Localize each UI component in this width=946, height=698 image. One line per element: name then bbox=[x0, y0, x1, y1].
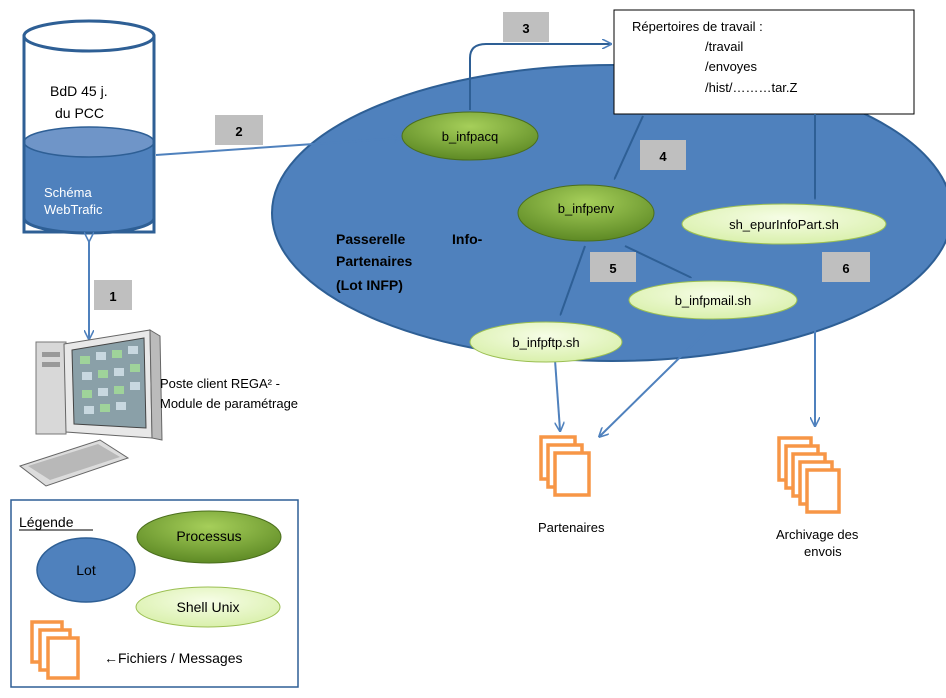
legend-process-label: Processus bbox=[176, 528, 241, 544]
legend-files-label: ←Fichiers / Messages bbox=[104, 650, 242, 666]
legend-files-icon bbox=[30, 620, 80, 680]
step-badge-4: 4 bbox=[640, 140, 686, 170]
db-schema-2: WebTrafic bbox=[44, 202, 103, 217]
svg-text:1: 1 bbox=[109, 289, 116, 304]
archive-files-icon bbox=[777, 436, 841, 514]
workdir-box bbox=[613, 9, 915, 115]
arrow-step5-mail bbox=[624, 245, 692, 278]
lot-label-1a: Passerelle bbox=[336, 231, 405, 247]
arrow-ftp-partners bbox=[554, 359, 560, 430]
process-acq-label: b_infpacq bbox=[442, 129, 498, 144]
workdir-dir-2: /envoyes bbox=[705, 59, 758, 74]
client-label-1: Poste client REGA² - bbox=[160, 376, 280, 391]
workdir-title: Répertoires de travail : bbox=[632, 19, 763, 34]
legend-process-ellipse bbox=[136, 510, 282, 564]
shell-epur bbox=[681, 203, 887, 245]
database-cylinder bbox=[22, 19, 156, 235]
lot-label-2: Partenaires bbox=[336, 253, 412, 269]
svg-text:5: 5 bbox=[609, 261, 616, 276]
legend-lot-label: Lot bbox=[76, 562, 96, 578]
svg-text:4: 4 bbox=[659, 149, 667, 164]
db-label-1: BdD 45 j. bbox=[50, 83, 108, 99]
legend-title: Légende bbox=[19, 514, 74, 530]
process-acq bbox=[401, 111, 539, 161]
lot-label-1b: Info- bbox=[452, 231, 483, 247]
process-env bbox=[517, 184, 655, 242]
step-badge-1: 1 bbox=[94, 280, 132, 310]
db-schema-1: Schéma bbox=[44, 185, 92, 200]
archive-label-1: Archivage des bbox=[776, 527, 859, 542]
arrow-step3 bbox=[469, 44, 610, 110]
step-badge-6: 6 bbox=[822, 252, 870, 282]
arrow-step5-ftp bbox=[560, 245, 586, 316]
partner-files-icon bbox=[539, 435, 591, 497]
legend-lot-ellipse bbox=[36, 537, 136, 603]
shell-mail-label: b_infpmail.sh bbox=[675, 293, 752, 308]
legend-shell-ellipse bbox=[135, 586, 281, 628]
shell-epur-label: sh_epurInfoPart.sh bbox=[729, 217, 839, 232]
partners-label: Partenaires bbox=[538, 520, 605, 535]
process-env-label: b_infpenv bbox=[558, 201, 615, 216]
svg-text:3: 3 bbox=[522, 21, 529, 36]
client-label-2: Module de paramétrage bbox=[160, 396, 298, 411]
arrow-step4 bbox=[614, 115, 644, 180]
step-badge-3: 3 bbox=[503, 12, 549, 42]
step-badge-2: 2 bbox=[215, 115, 263, 145]
workdir-dir-3: /hist/………tar.Z bbox=[705, 80, 798, 95]
archive-label-2: envois bbox=[804, 544, 842, 559]
svg-text:2: 2 bbox=[235, 124, 242, 139]
legend-shell-label: Shell Unix bbox=[176, 599, 239, 615]
step-badge-5: 5 bbox=[590, 252, 636, 282]
shell-ftp-label: b_infpftp.sh bbox=[512, 335, 579, 350]
shell-ftp bbox=[469, 321, 623, 363]
arrow-mail-partners bbox=[600, 317, 721, 436]
db-label-2: du PCC bbox=[55, 105, 104, 121]
workdir-dir-1: /travail bbox=[705, 39, 743, 54]
svg-text:6: 6 bbox=[842, 261, 849, 276]
shell-mail bbox=[628, 280, 798, 320]
computer-icon bbox=[18, 329, 163, 487]
lot-label-3: (Lot INFP) bbox=[336, 277, 403, 293]
arrow-step2 bbox=[155, 138, 400, 156]
